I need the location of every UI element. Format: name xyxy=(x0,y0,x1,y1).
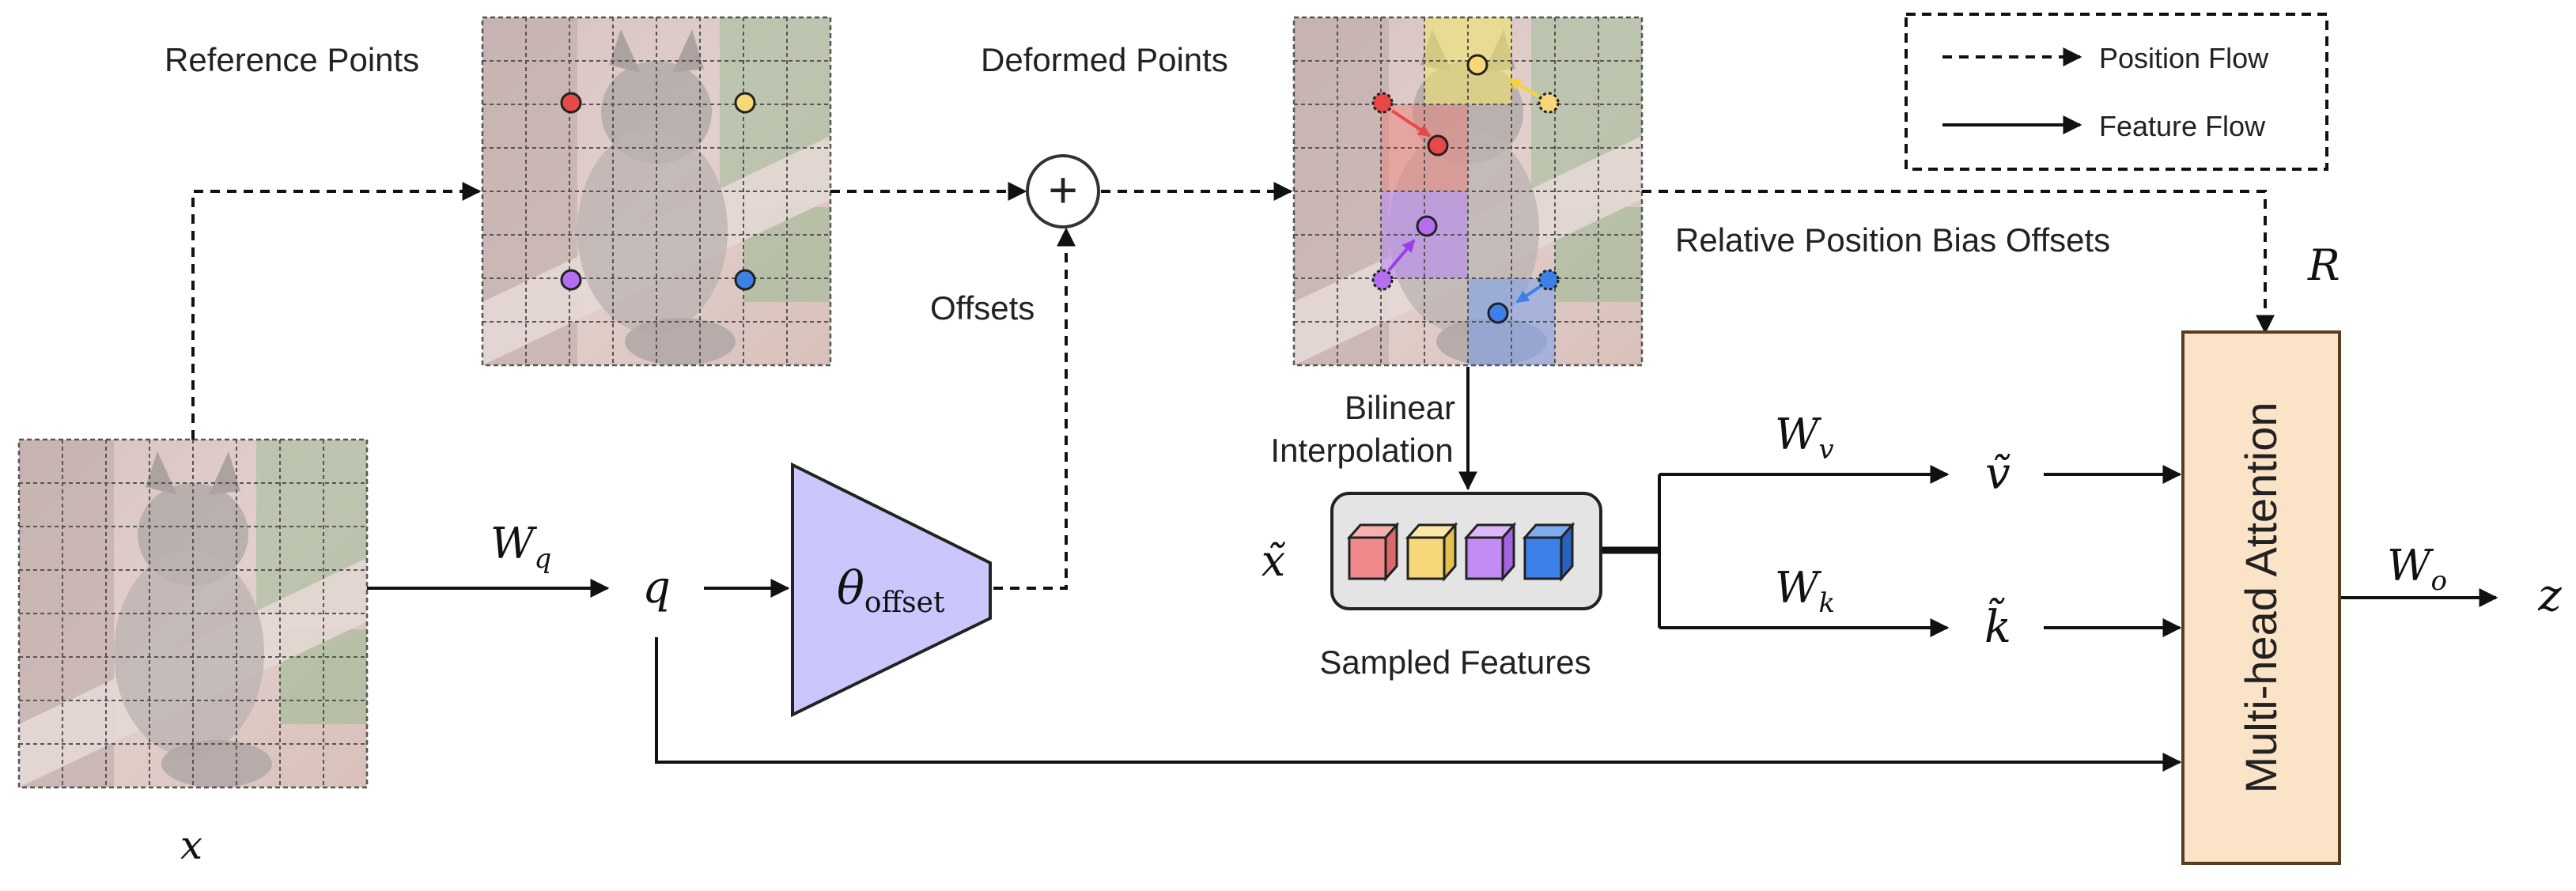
theta-offset-label: θoffset xyxy=(837,561,945,619)
relative-position-bias-offsets-label: Relative Position Bias Offsets xyxy=(1675,221,2110,259)
reference-point-blue xyxy=(734,269,756,291)
original-point-red xyxy=(1371,92,1394,114)
input-x-label: x xyxy=(180,822,202,868)
z-label: z xyxy=(2537,570,2562,621)
original-point-purple xyxy=(1371,269,1394,291)
deformed-point-yellow xyxy=(1466,54,1488,76)
v-tilde-label: ṽ xyxy=(1985,448,2010,500)
plus-symbol: + xyxy=(1048,161,1077,218)
Wq-label: Wq xyxy=(490,519,551,575)
feature-flow-arrows xyxy=(367,367,2498,772)
legend-feature-flow-label: Feature Flow xyxy=(2099,110,2266,142)
q-label: q xyxy=(642,562,671,614)
reference-points-label: Reference Points xyxy=(165,41,419,78)
offset-arrow-blue xyxy=(1515,285,1542,304)
deformed-to-attention-arrow xyxy=(1642,190,2275,334)
deformed-point-blue xyxy=(1487,302,1509,324)
offsets-to-plus-arrow xyxy=(993,227,1076,590)
sampled-features-label: Sampled Features xyxy=(1319,644,1591,681)
offset-arrow-purple xyxy=(1387,239,1416,272)
plus-node: + xyxy=(1026,154,1100,228)
x-to-reference-arrow xyxy=(191,182,482,440)
k-tilde-label: k̃ xyxy=(1984,598,2011,653)
Wk-label: Wk xyxy=(1775,563,1835,619)
multi-head-attention-block: Multi-head Attention xyxy=(2181,330,2341,865)
original-point-blue xyxy=(1538,269,1560,291)
q-to-attention-arrow xyxy=(655,637,2182,772)
bilinear-label-line2: Interpolation xyxy=(1270,432,1453,469)
offset-arrow-red xyxy=(1390,109,1432,138)
feature-cube-yellow xyxy=(1405,522,1458,582)
multi-head-attention-label: Multi-head Attention xyxy=(2236,402,2286,794)
legend-position-flow-label: Position Flow xyxy=(2099,42,2269,74)
offsets-label: Offsets xyxy=(930,289,1035,327)
offset-network: θoffset xyxy=(791,462,992,718)
x-tilde-label: x̃ xyxy=(1262,536,1286,586)
bilinear-label-line1: Bilinear xyxy=(1345,389,1455,426)
feature-cube-purple xyxy=(1463,522,1517,582)
deformed-point-red xyxy=(1427,134,1449,157)
Wv-label: Wv xyxy=(1775,410,1834,466)
deformed-point-purple xyxy=(1416,215,1438,237)
sampled-features-box xyxy=(1330,492,1602,610)
offset-arrow-yellow xyxy=(1507,77,1541,98)
feature-cube-blue xyxy=(1522,522,1575,582)
reference-point-red xyxy=(560,92,582,114)
original-point-yellow xyxy=(1538,92,1560,114)
reference-points-grid xyxy=(481,16,832,367)
input-feature-grid xyxy=(17,438,369,789)
deformed-points-label: Deformed Points xyxy=(981,41,1228,78)
position-flow-arrows xyxy=(191,182,2275,590)
R-label: R xyxy=(2307,240,2340,290)
reference-point-purple xyxy=(560,269,582,291)
reference-point-yellow xyxy=(734,92,756,114)
feature-cube-red xyxy=(1346,522,1400,582)
deformed-points-grid xyxy=(1292,16,1644,367)
Wo-label: Wo xyxy=(2387,541,2447,597)
legend: Position Flow Feature Flow xyxy=(1905,13,2328,171)
